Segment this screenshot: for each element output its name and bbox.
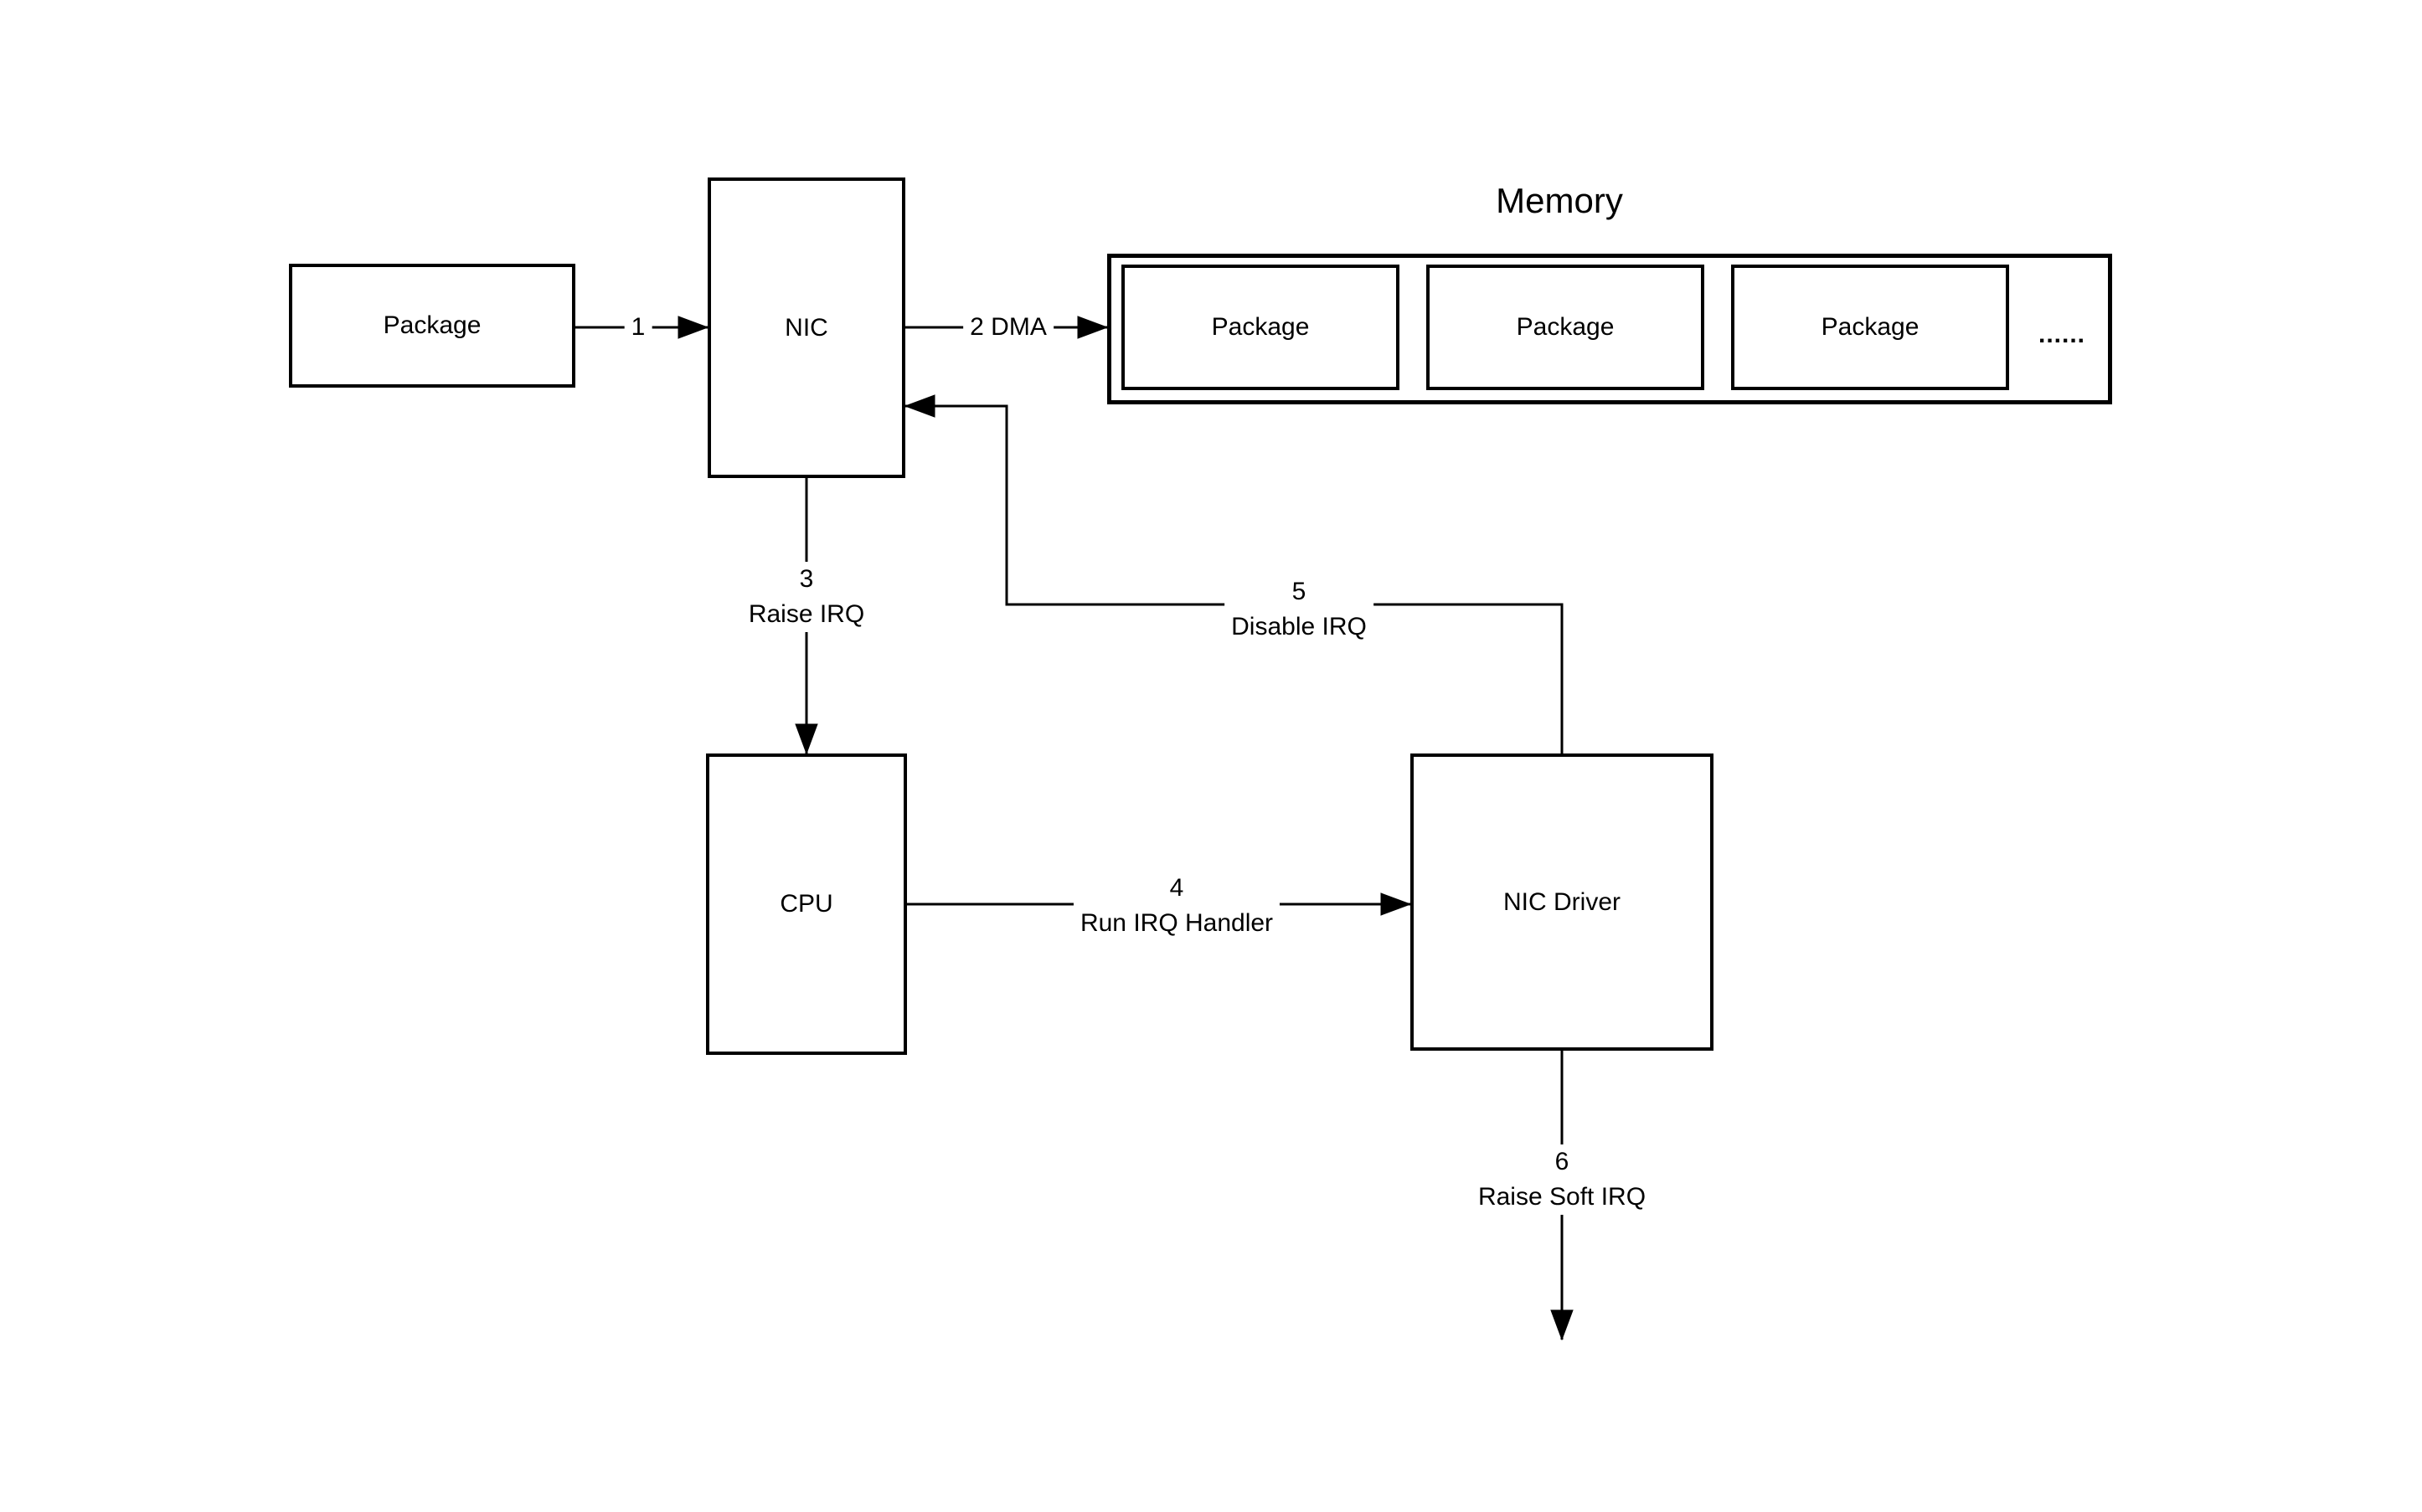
memory-slot-3: Package [1731, 265, 2009, 390]
memory-slot-1: Package [1121, 265, 1399, 390]
memory-container: Package Package Package ...... [1107, 254, 2112, 404]
node-package-source: Package [289, 264, 575, 388]
edge-2-text: DMA [991, 313, 1047, 341]
node-cpu-label: CPU [780, 890, 833, 918]
node-cpu: CPU [706, 753, 907, 1055]
edge-5-label: 5 Disable IRQ [1224, 574, 1373, 645]
edge-5-number: 5 [1291, 578, 1306, 605]
edge-1-label: 1 [624, 310, 652, 345]
memory-slot-2: Package [1426, 265, 1704, 390]
edge-4-label: 4 Run IRQ Handler [1073, 871, 1281, 941]
node-nic-driver: NIC Driver [1410, 753, 1713, 1051]
memory-slot-1-label: Package [1211, 313, 1310, 341]
edge-1-number: 1 [631, 313, 646, 341]
memory-slot-3-label: Package [1821, 313, 1920, 341]
memory-ellipsis: ...... [2038, 321, 2086, 348]
memory-group-title: Memory [1496, 180, 1623, 220]
node-nic-label: NIC [785, 313, 828, 342]
edge-3-label: 3 Raise IRQ [741, 562, 872, 632]
node-package-source-label: Package [383, 311, 482, 339]
node-nic: NIC [708, 177, 905, 478]
edge-2-number: 2 [970, 313, 984, 341]
edge-2-label: 2 DMA [963, 310, 1054, 345]
edge-4-number: 4 [1169, 874, 1184, 902]
edge-6-label: 6 Raise Soft IRQ [1471, 1144, 1653, 1215]
edge-3-text: Raise IRQ [748, 600, 865, 628]
edge-3-number: 3 [799, 565, 814, 593]
edge-4-text: Run IRQ Handler [1080, 909, 1274, 937]
edge-6-number: 6 [1554, 1148, 1569, 1175]
memory-slot-2-label: Package [1516, 313, 1615, 341]
edge-6-text: Raise Soft IRQ [1477, 1183, 1646, 1211]
edge-5-text: Disable IRQ [1231, 613, 1367, 640]
node-nic-driver-label: NIC Driver [1503, 887, 1621, 916]
